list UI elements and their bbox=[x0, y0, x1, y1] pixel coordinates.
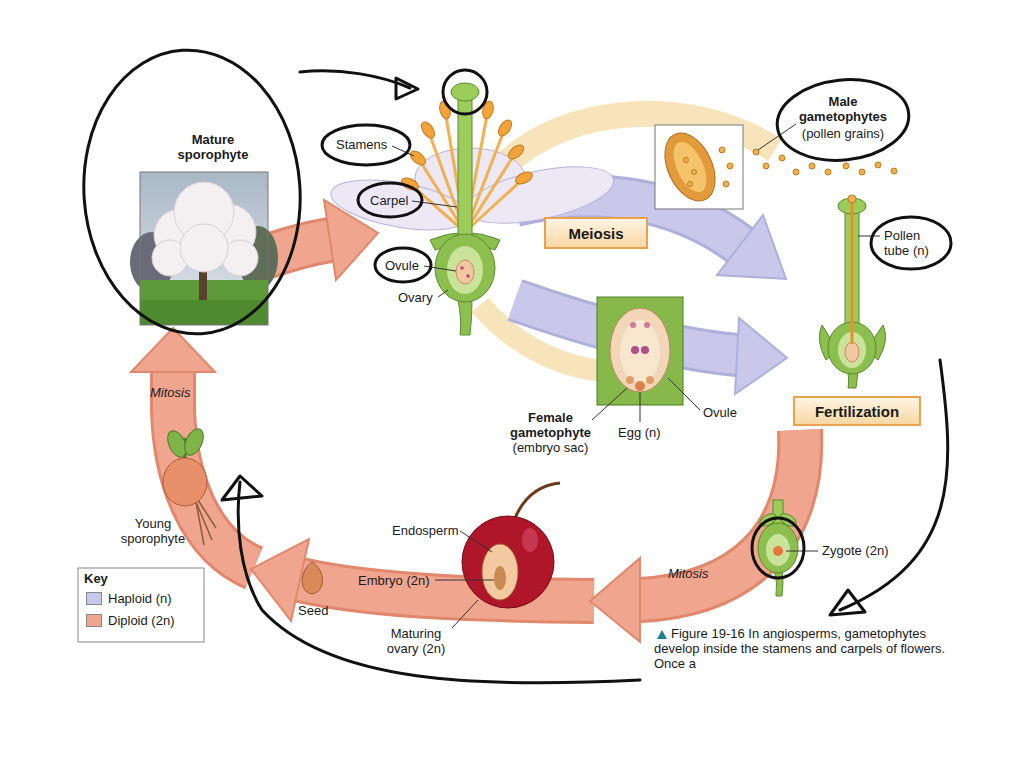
process-label: Mitosis bbox=[668, 566, 708, 581]
structure-heading: Female gametophyte bbox=[503, 410, 598, 440]
flower bbox=[327, 83, 618, 335]
part-label: Zygote (2n) bbox=[822, 543, 888, 558]
part-label: Maturing ovary (2n) bbox=[380, 626, 452, 656]
caption-marker bbox=[657, 630, 667, 639]
pollen-inset bbox=[655, 125, 897, 209]
zygote-carpel bbox=[758, 500, 799, 596]
haploid-arrows bbox=[515, 196, 787, 394]
embryo-sac-inset bbox=[597, 297, 683, 405]
cherry bbox=[462, 483, 560, 608]
part-label: Stamens bbox=[336, 137, 387, 152]
heading-text: Mature sporophyte bbox=[158, 132, 268, 162]
legend-box bbox=[78, 568, 204, 642]
handwritten-annotations bbox=[74, 43, 951, 683]
diploid-cycle-band bbox=[131, 200, 800, 642]
figure-caption: Figure 19-16 In angiosperms, gametophyte… bbox=[654, 626, 954, 671]
structure-heading: Male gametophytes bbox=[790, 94, 896, 124]
stage-heading: Mature sporophyte bbox=[158, 132, 268, 162]
legend-text: Haploid (n) bbox=[108, 591, 172, 606]
part-label: Carpel bbox=[370, 193, 408, 208]
part-label: Pollen tube (n) bbox=[884, 228, 944, 258]
leader-lines bbox=[392, 124, 880, 628]
part-label: Egg (n) bbox=[618, 425, 661, 440]
part-label: Seed bbox=[298, 603, 328, 618]
process-text: Meiosis bbox=[568, 225, 623, 242]
process-box: Meiosis bbox=[544, 217, 648, 249]
seed bbox=[302, 562, 322, 594]
legend-swatch bbox=[86, 592, 102, 605]
part-label: Endosperm bbox=[392, 523, 458, 538]
process-box: Fertilization bbox=[793, 396, 921, 426]
legend-swatch bbox=[86, 614, 102, 627]
process-label: Mitosis bbox=[150, 385, 190, 400]
mature-tree-photo bbox=[130, 172, 278, 325]
part-label: Ovary bbox=[398, 290, 433, 305]
part-label: Young sporophyte bbox=[110, 516, 196, 546]
structure-note: (embryo sac) bbox=[503, 440, 598, 455]
legend-title: Key bbox=[84, 571, 108, 586]
fertilized-carpel bbox=[819, 195, 885, 388]
part-label: Ovule bbox=[385, 258, 419, 273]
process-text: Fertilization bbox=[815, 403, 899, 420]
structure-note: (pollen grains) bbox=[790, 126, 896, 141]
legend-text: Diploid (2n) bbox=[108, 613, 174, 628]
part-label: Embryo (2n) bbox=[358, 573, 430, 588]
part-label: Ovule bbox=[703, 405, 737, 420]
